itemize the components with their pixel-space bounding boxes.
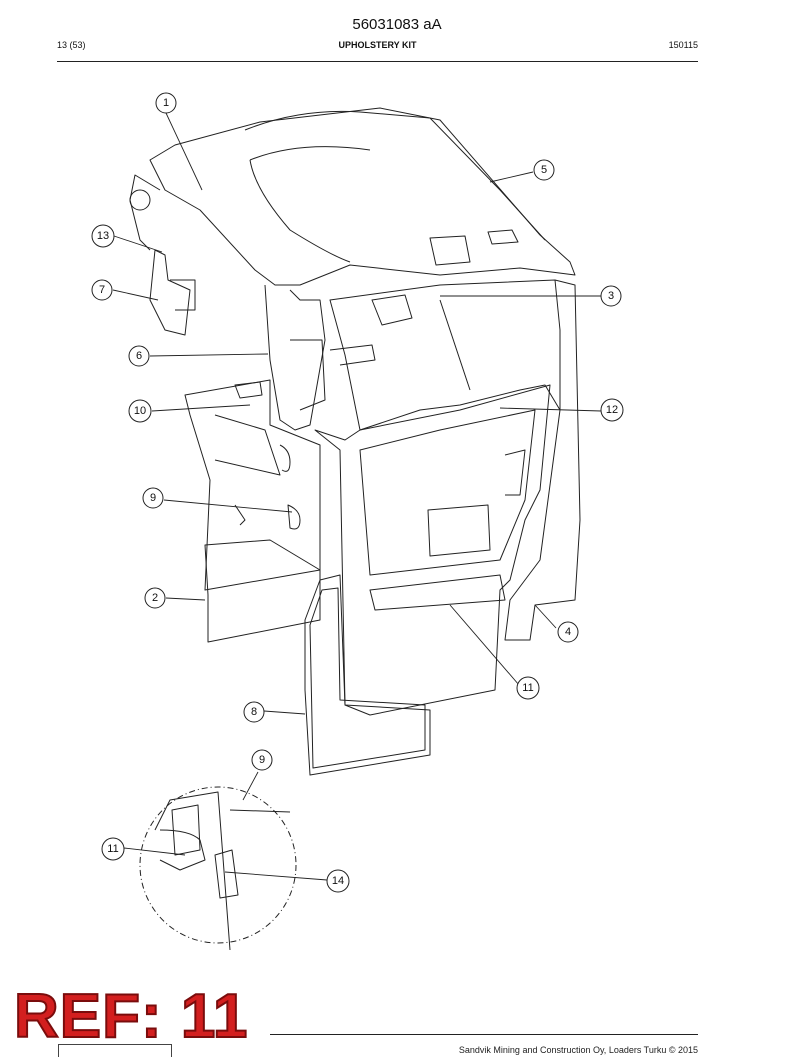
callout-label: 5 [541,164,547,176]
callout-5 [533,159,555,181]
page-header: 13 (53) UPHOLSTERY KIT 150115 [57,40,698,54]
left-trim [149,249,191,336]
reference-stamp: REF: 11 [13,982,249,1051]
callout-label: 11 [522,682,533,694]
callout-2 [144,587,166,609]
footer-divider [270,1034,698,1035]
callout-9b [251,749,273,771]
callout-label: 9 [259,754,265,766]
callout-label: 9 [150,492,156,504]
callout-label: 4 [565,626,571,638]
callout-8 [243,701,265,723]
callout-label: 1 [163,97,169,109]
page-number: 13 (53) [57,40,86,50]
callout-label: 13 [97,230,109,242]
callout-label: 14 [332,875,344,887]
callout-label: 2 [152,592,158,604]
callout-9 [142,487,164,509]
callout-14 [326,869,350,893]
right-side-panel [504,279,581,641]
pillar-trim [264,284,326,431]
rear-panel [329,279,561,431]
exploded-view-drawing: 1 5 13 7 3 6 10 12 9 2 4 11 8 9 11 14 [91,92,624,951]
callout-label: 7 [99,284,105,296]
roof-panel [149,107,576,286]
floor-mat [304,574,431,776]
callout-label: 12 [606,404,618,416]
revision-date: 150115 [668,40,698,50]
callout-4 [557,621,579,643]
callout-13 [91,224,115,248]
callout-label: 8 [251,706,257,718]
callout-6 [128,345,150,367]
callout-10 [128,399,152,423]
detail-view [139,786,297,944]
callout-11 [516,676,540,700]
header-divider [57,61,698,62]
footer-copyright: Sandvik Mining and Construction Oy, Load… [458,1045,698,1055]
callout-label: 11 [107,843,118,855]
callout-label: 10 [134,405,146,417]
callout-11b [101,837,125,861]
callout-label: 3 [608,290,614,302]
door-panel [314,384,551,716]
lower-skirt [204,539,321,643]
callout-12 [600,398,624,422]
callout-3 [600,285,622,307]
document-number: 56031083 aA [352,16,442,33]
logo-outline [58,1044,172,1057]
callout-label: 6 [136,350,142,362]
callout-1 [155,92,177,114]
floor-console [184,379,321,591]
section-title: UPHOLSTERY KIT [338,40,417,50]
callout-7 [91,279,113,301]
